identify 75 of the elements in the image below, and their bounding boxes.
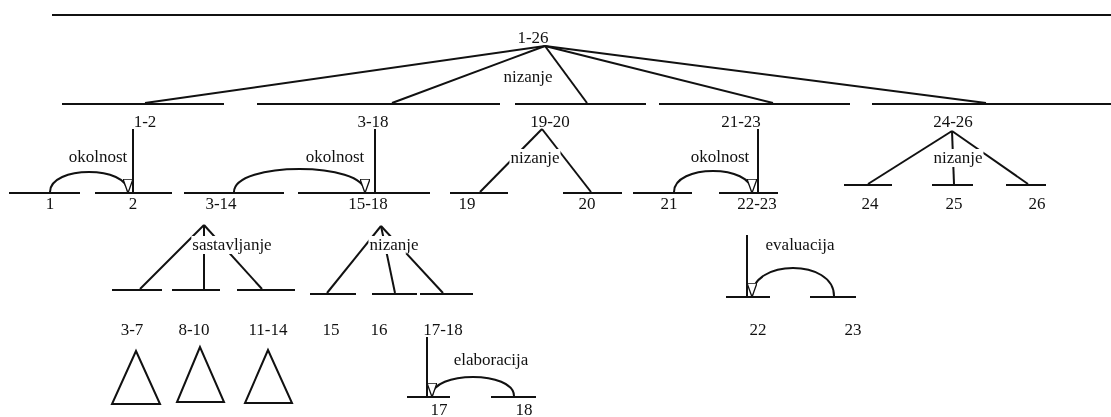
span-label: 26: [1028, 195, 1046, 213]
span-label: 1: [45, 195, 55, 213]
span-node: [407, 396, 450, 417]
connector-line: [541, 128, 592, 193]
span-label: 24-26: [933, 113, 973, 131]
span-label: 11-14: [248, 321, 288, 339]
span-label: 1-2: [133, 113, 157, 131]
span-label: 22-23: [737, 195, 777, 213]
span-label: 20: [578, 195, 596, 213]
span-label: 21: [660, 195, 678, 213]
span-node: [257, 103, 500, 129]
span-label: 3-18: [357, 113, 389, 131]
span-node: [491, 396, 536, 417]
edge-label: nizanje: [502, 68, 554, 86]
span-node: [372, 293, 417, 337]
span-label: 19: [458, 195, 476, 213]
connector-line: [951, 130, 1029, 185]
span-label: 2: [128, 195, 138, 213]
connector-line: [144, 45, 546, 104]
span-node: [844, 184, 892, 211]
span-node: [932, 184, 973, 211]
span-node: [515, 103, 646, 129]
span-node: [112, 289, 162, 337]
span-label: 19-20: [530, 113, 570, 131]
span-label: 25: [945, 195, 963, 213]
span-node: [563, 192, 622, 211]
connector-line: [139, 224, 205, 290]
span-node: [633, 192, 692, 211]
arrow: [49, 171, 131, 194]
arrow: [673, 170, 755, 194]
span-node: [310, 293, 356, 337]
edge-label: sastavljanje: [191, 236, 273, 254]
span-label: 18: [515, 401, 533, 417]
connector-line: [867, 130, 953, 185]
connector-line: [391, 45, 546, 104]
arrow: [430, 376, 515, 398]
span-node: [726, 296, 770, 337]
span-label: 23: [844, 321, 862, 339]
span-node: [52, 14, 1111, 46]
edge-label: nizanje: [509, 149, 561, 167]
arrow: [748, 267, 835, 298]
connector-line: [544, 45, 774, 104]
connector-line: [426, 336, 428, 397]
span-node: [9, 192, 80, 211]
edge-label: elaboracija: [452, 351, 530, 369]
span-label: 8-10: [178, 321, 210, 339]
span-label: 1-26: [517, 29, 549, 47]
edge-label: evaluacija: [764, 236, 836, 254]
span-node: [1006, 184, 1046, 211]
span-label: 22: [749, 321, 767, 339]
span-label: 16: [370, 321, 388, 339]
span-node: [172, 289, 220, 337]
span-label: 15: [322, 321, 340, 339]
span-label: 17: [430, 401, 448, 417]
span-node: [95, 192, 172, 211]
edge-label: nizanje: [368, 236, 420, 254]
connector-line: [132, 128, 134, 193]
span-node: [420, 293, 473, 337]
span-node: [450, 192, 508, 211]
connector-line: [757, 128, 759, 193]
span-label: 21-23: [721, 113, 761, 131]
span-label: 24: [861, 195, 879, 213]
span-label: 3-14: [205, 195, 237, 213]
span-label: 3-7: [120, 321, 144, 339]
connector-line: [374, 128, 376, 193]
span-node: [62, 103, 224, 129]
span-label: 15-18: [348, 195, 388, 213]
connector-line: [544, 45, 588, 104]
edge-label: nizanje: [932, 149, 984, 167]
span-label: 17-18: [423, 321, 463, 339]
connector-line: [746, 234, 748, 297]
connector-line: [544, 45, 987, 104]
connector-line: [326, 225, 382, 294]
span-node: [237, 289, 295, 337]
span-node: [659, 103, 850, 129]
